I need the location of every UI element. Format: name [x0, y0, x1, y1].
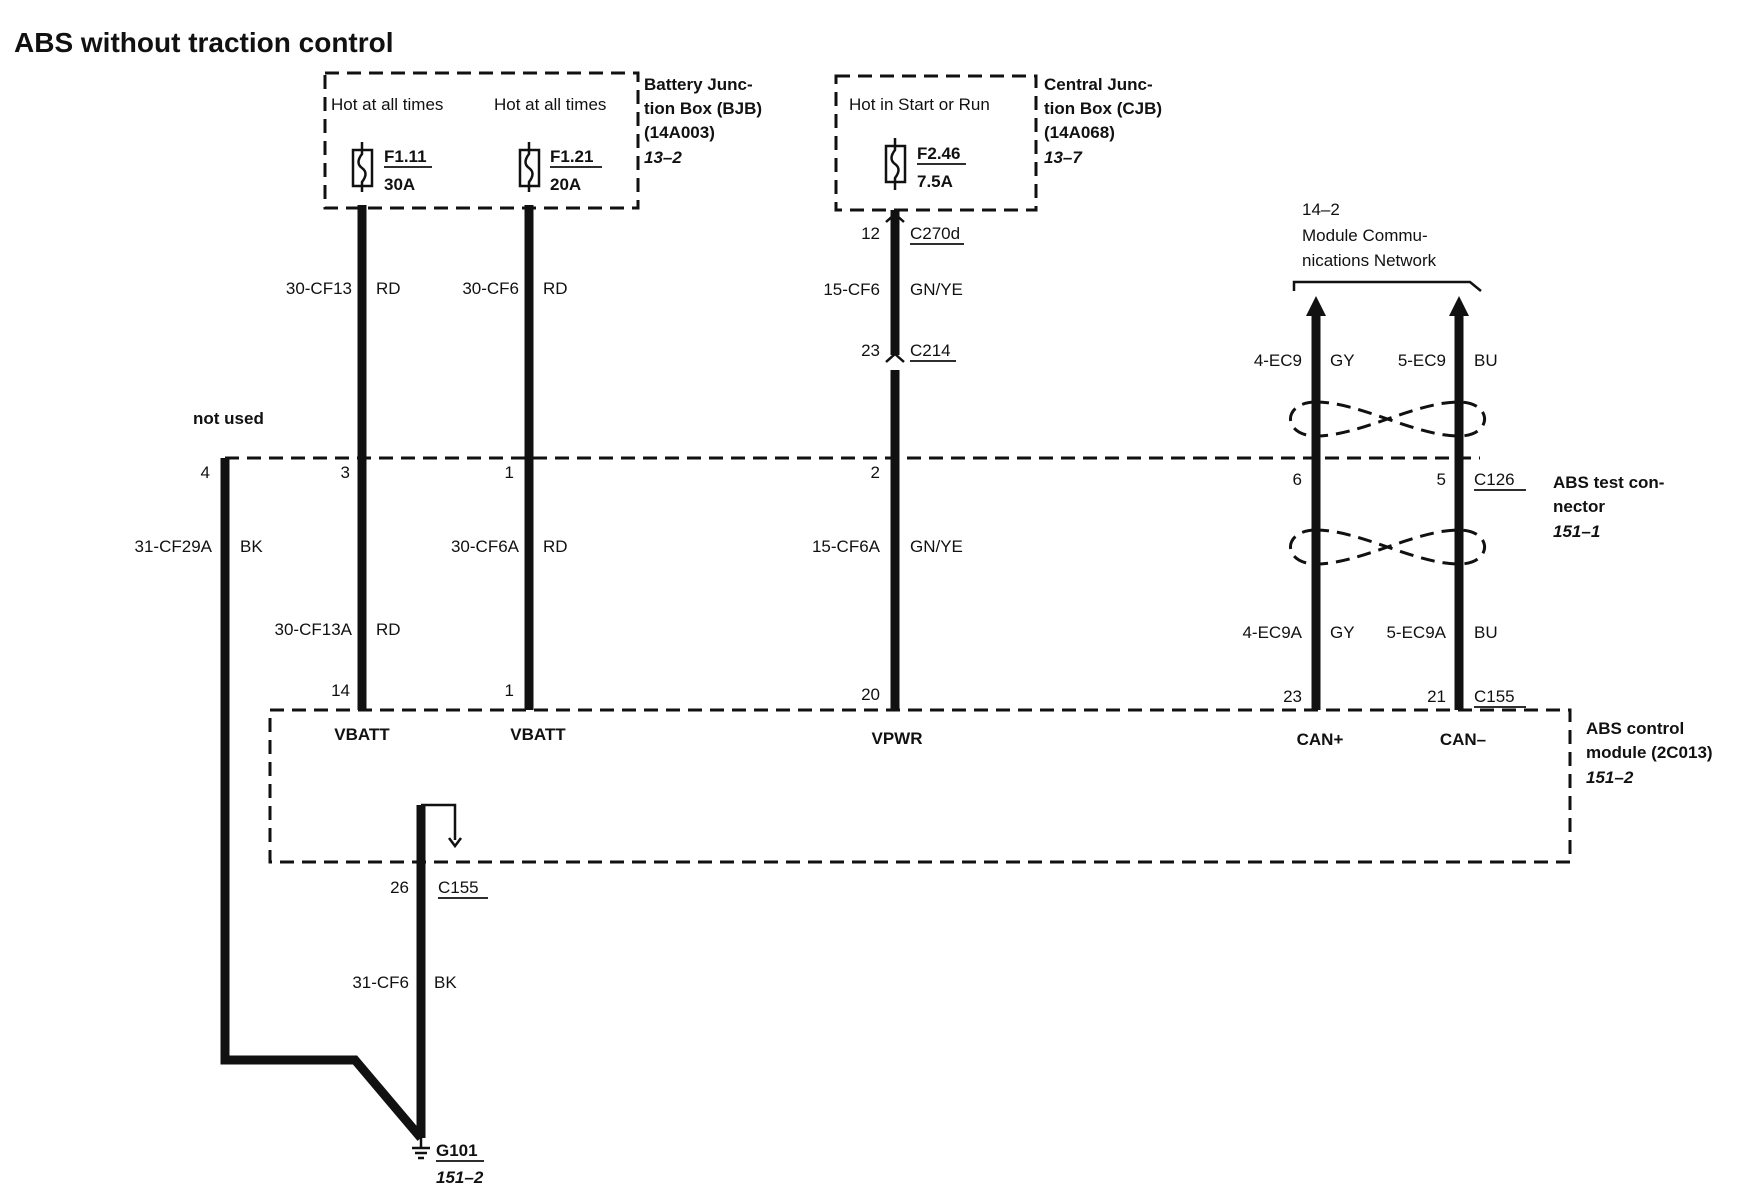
wire-30-cf13a-color: RD [376, 620, 401, 639]
pin-5: 5 [1437, 470, 1446, 489]
wire-5-ec9-circuit: 5-EC9 [1398, 351, 1446, 370]
test-connector-label-1: ABS test con- [1553, 473, 1664, 492]
connector-c270d-mark [885, 212, 905, 223]
not-used-label: not used [193, 409, 264, 428]
bjb-label-1: Battery Junc- [644, 75, 753, 94]
pin-23a: 23 [861, 341, 880, 360]
fuse-f1-21-id: F1.21 [550, 147, 593, 166]
pin-1b: 1 [505, 681, 514, 700]
ground-g101: G101 [436, 1141, 478, 1160]
wire-15-cf6a-circuit: 15-CF6A [812, 537, 881, 556]
cjb-ref: 13–7 [1044, 148, 1083, 167]
pin-1a: 1 [505, 463, 514, 482]
network-label-2: nications Network [1302, 251, 1437, 270]
ground-arrow-icon [448, 837, 462, 849]
wire-4-ec9-circuit: 4-EC9 [1254, 351, 1302, 370]
wire-5-ec9-color: BU [1474, 351, 1498, 370]
pin-2: 2 [871, 463, 880, 482]
connector-c155: C155 [1474, 687, 1515, 706]
wire-15-cf6-circuit: 15-CF6 [823, 280, 880, 299]
fuse-f1-21-icon [518, 142, 541, 192]
fuse-f2-46-icon [884, 138, 907, 190]
pin-21: 21 [1427, 687, 1446, 706]
bjb-hot-label-2: Hot at all times [494, 95, 606, 114]
bjb-label-2: tion Box (BJB) [644, 99, 762, 118]
cjb-box [834, 74, 1038, 212]
test-connector-label-2: nector [1553, 497, 1605, 516]
abs-module-box [268, 708, 1572, 864]
cjb-hot-label: Hot in Start or Run [849, 95, 990, 114]
wire-31-cf6-circuit: 31-CF6 [352, 973, 409, 992]
test-connector-ref: 151–1 [1553, 522, 1600, 541]
fuse-f1-21-amps: 20A [550, 175, 581, 194]
pin-3: 3 [341, 463, 350, 482]
module-label-2: module (2C013) [1586, 743, 1713, 762]
terminal-vbatt-1: VBATT [334, 725, 390, 744]
connector-c126: C126 [1474, 470, 1515, 489]
cjb-label-3: (14A068) [1044, 123, 1115, 142]
bjb-label-3: (14A003) [644, 123, 715, 142]
wire-4-ec9-color: GY [1330, 351, 1355, 370]
bjb-ref: 13–2 [644, 148, 682, 167]
internal-ground-lead [421, 803, 457, 840]
terminal-vpwr: VPWR [872, 729, 923, 748]
module-ref: 151–2 [1586, 768, 1634, 787]
fuse-f1-11-amps: 30A [384, 175, 415, 194]
wire-5-ec9a-color: BU [1474, 623, 1498, 642]
wire-30-cf6a-circuit: 30-CF6A [451, 537, 520, 556]
wire-4-ec9a-color: GY [1330, 623, 1355, 642]
cjb-label-1: Central Junc- [1044, 75, 1153, 94]
connector-c214-mark [885, 352, 905, 363]
fuse-f1-11-id: F1.11 [384, 147, 427, 166]
terminal-can-minus: CAN– [1440, 730, 1486, 749]
network-bracket [1292, 280, 1482, 292]
wire-31-cf29a-circuit: 31-CF29A [135, 537, 213, 556]
wire-30-cf13-color: RD [376, 279, 401, 298]
connector-c270d: C270d [910, 224, 960, 243]
twisted-pair-icon [1289, 528, 1486, 566]
arrow-up-icon [1306, 296, 1326, 316]
bjb-hot-label-1: Hot at all times [331, 95, 443, 114]
wire-31-cf29a [220, 458, 425, 1141]
twisted-pair-icon [1289, 400, 1486, 438]
wire-15-cf6a-color: GN/YE [910, 537, 963, 556]
fuse-f2-46-amps: 7.5A [917, 172, 953, 191]
diagram-title: ABS without traction control [14, 27, 394, 58]
bjb-box [323, 71, 640, 210]
module-label-1: ABS control [1586, 719, 1684, 738]
ground-ref: 151–2 [436, 1168, 484, 1187]
wire-4-ec9a-circuit: 4-EC9A [1242, 623, 1302, 642]
wire-5-ec9a-circuit: 5-EC9A [1386, 623, 1446, 642]
wire-30-cf6-circuit: 30-CF6 [462, 279, 519, 298]
pin-14: 14 [331, 681, 350, 700]
pin-26: 26 [390, 878, 409, 897]
ground-icon [412, 1138, 430, 1160]
terminal-can-plus: CAN+ [1297, 730, 1344, 749]
connector-c214: C214 [910, 341, 951, 360]
pin-6: 6 [1293, 470, 1302, 489]
network-ref: 14–2 [1302, 200, 1340, 219]
connector-c155b: C155 [438, 878, 479, 897]
wire-30-cf6-color: RD [543, 279, 568, 298]
network-label-1: Module Commu- [1302, 226, 1428, 245]
wire-31-cf29a-color: BK [240, 537, 263, 556]
fuse-f1-11-icon [351, 142, 374, 192]
pin-23b: 23 [1283, 687, 1302, 706]
arrow-up-icon [1449, 296, 1469, 316]
pin-20: 20 [861, 685, 880, 704]
pin-12: 12 [861, 224, 880, 243]
terminal-vbatt-2: VBATT [510, 725, 566, 744]
cjb-label-2: tion Box (CJB) [1044, 99, 1162, 118]
pin-4: 4 [201, 463, 210, 482]
wire-30-cf13-circuit: 30-CF13 [286, 279, 352, 298]
wire-31-cf6-color: BK [434, 973, 457, 992]
fuse-f2-46-id: F2.46 [917, 144, 960, 163]
wire-30-cf6a-color: RD [543, 537, 568, 556]
wire-15-cf6-color: GN/YE [910, 280, 963, 299]
wire-30-cf13a-circuit: 30-CF13A [275, 620, 353, 639]
